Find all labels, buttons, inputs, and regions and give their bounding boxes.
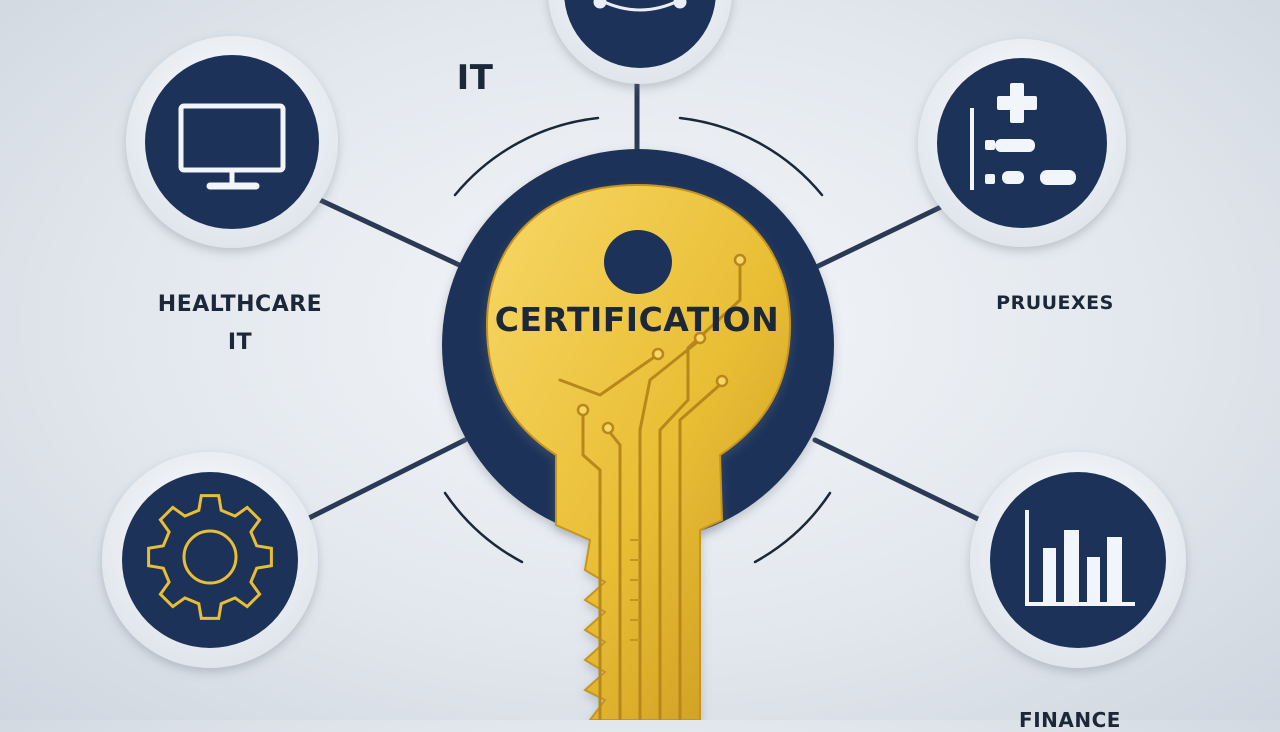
label-left-line1: HEALTHCARE: [157, 292, 323, 317]
monitor-icon: [178, 103, 286, 190]
label-right: PRUUEXES: [996, 292, 1114, 314]
circuit-traces: [558, 260, 742, 720]
medical-cross-icon: [970, 83, 1076, 190]
circuit-nodes: [576, 253, 747, 435]
key-hole: [604, 230, 672, 294]
label-left-line2: IT: [227, 330, 253, 355]
label-bottom-right: FINANCE: [1019, 708, 1121, 732]
key-icon: [485, 183, 792, 720]
node-top-left: [126, 36, 338, 248]
connector-top-left: [317, 197, 473, 273]
connector-bottom-left: [302, 437, 468, 523]
hub-icon: [593, 0, 687, 12]
connector-bottom-right: [812, 437, 983, 523]
node-top: [548, 0, 732, 84]
decorative-arcs: [443, 116, 832, 564]
gear-icon: [147, 494, 273, 620]
node-bottom-right: [970, 452, 1186, 668]
bar-chart-icon: [1025, 510, 1135, 606]
connector-top-right: [807, 202, 948, 273]
label-top: IT: [456, 58, 494, 98]
node-top-right: [918, 39, 1126, 247]
connectors: [302, 57, 983, 523]
key-ridges: [630, 539, 640, 641]
center-label: CERTIFICATION: [494, 300, 780, 339]
node-bottom-left: [102, 452, 318, 668]
